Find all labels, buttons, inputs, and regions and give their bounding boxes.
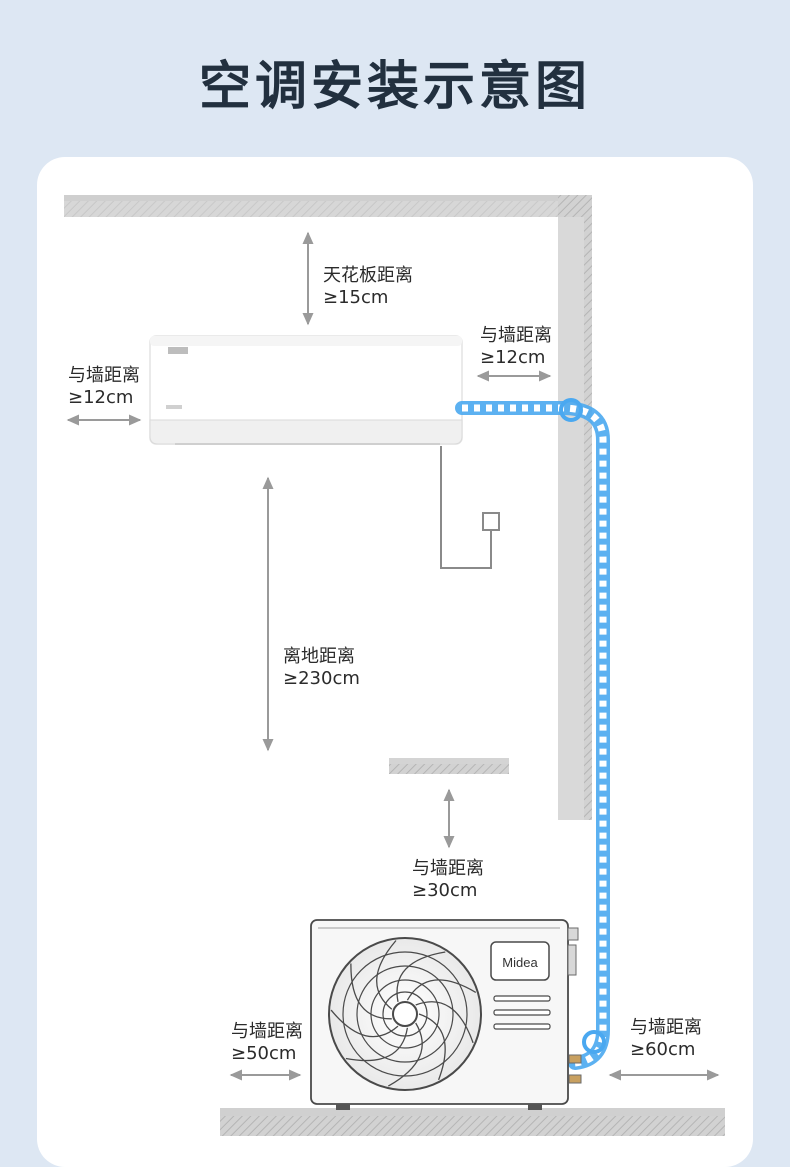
outdoor-right-wall-name: 与墙距离	[630, 1017, 702, 1038]
ceiling-distance-name: 天花板距离	[323, 265, 413, 286]
page-title: 空调安装示意图	[198, 57, 591, 117]
vent-slot	[493, 1009, 551, 1016]
outdoor-brand-logo: Midea	[502, 955, 538, 970]
fan-blade	[345, 1027, 409, 1062]
refrigerant-pipe	[455, 398, 610, 1070]
outdoor-left-wall-value: ≥50cm	[231, 1043, 297, 1064]
fan-blade	[418, 1013, 446, 1081]
fan-blade	[350, 963, 392, 1020]
indoor-unit	[149, 335, 463, 445]
floor-distance-label: 离地距离 ≥230cm	[283, 646, 360, 690]
outdoor-right-wall-label: 与墙距离 ≥60cm	[630, 1017, 702, 1061]
fan-blade	[330, 1009, 399, 1038]
indoor-brand-logo	[168, 347, 188, 354]
outdoor-fan-grille	[328, 937, 482, 1091]
outdoor-top-wall-name: 与墙距离	[412, 858, 484, 879]
vent-slot	[493, 1023, 551, 1030]
power-socket-icon	[482, 512, 500, 531]
outdoor-left-wall-label: 与墙距离 ≥50cm	[231, 1021, 303, 1065]
fan-blade	[415, 1001, 474, 1044]
outdoor-top-ledge	[389, 758, 509, 774]
ceiling-wall	[64, 195, 592, 217]
fan-blade	[406, 979, 477, 1001]
indoor-right-wall-label: 与墙距离 ≥12cm	[480, 325, 552, 369]
indoor-left-wall-name: 与墙距离	[68, 365, 140, 386]
indoor-small-logo	[166, 405, 182, 409]
indoor-left-wall-label: 与墙距离 ≥12cm	[68, 365, 140, 409]
outdoor-brand-plate	[490, 941, 550, 981]
ceiling-distance-value: ≥15cm	[323, 287, 389, 308]
fan-blade	[376, 940, 397, 1010]
vent-slot	[493, 995, 551, 1002]
outdoor-top-wall-label: 与墙距离 ≥30cm	[412, 858, 484, 902]
outdoor-top-wall-value: ≥30cm	[412, 880, 478, 901]
ground-slab	[220, 1108, 725, 1136]
fan-blade	[387, 1022, 423, 1087]
outdoor-left-wall-name: 与墙距离	[231, 1021, 303, 1042]
drain-pipe	[440, 446, 492, 569]
right-wall	[558, 195, 592, 820]
floor-distance-value: ≥230cm	[283, 668, 360, 689]
ceiling-distance-label: 天花板距离 ≥15cm	[323, 265, 413, 309]
fan-blade	[396, 951, 446, 1003]
outdoor-unit: Midea	[310, 919, 582, 1110]
indoor-right-wall-name: 与墙距离	[480, 325, 552, 346]
floor-distance-name: 离地距离	[283, 646, 355, 667]
outdoor-right-wall-value: ≥60cm	[630, 1039, 696, 1060]
indoor-right-wall-value: ≥12cm	[480, 347, 546, 368]
indoor-left-wall-value: ≥12cm	[68, 387, 134, 408]
